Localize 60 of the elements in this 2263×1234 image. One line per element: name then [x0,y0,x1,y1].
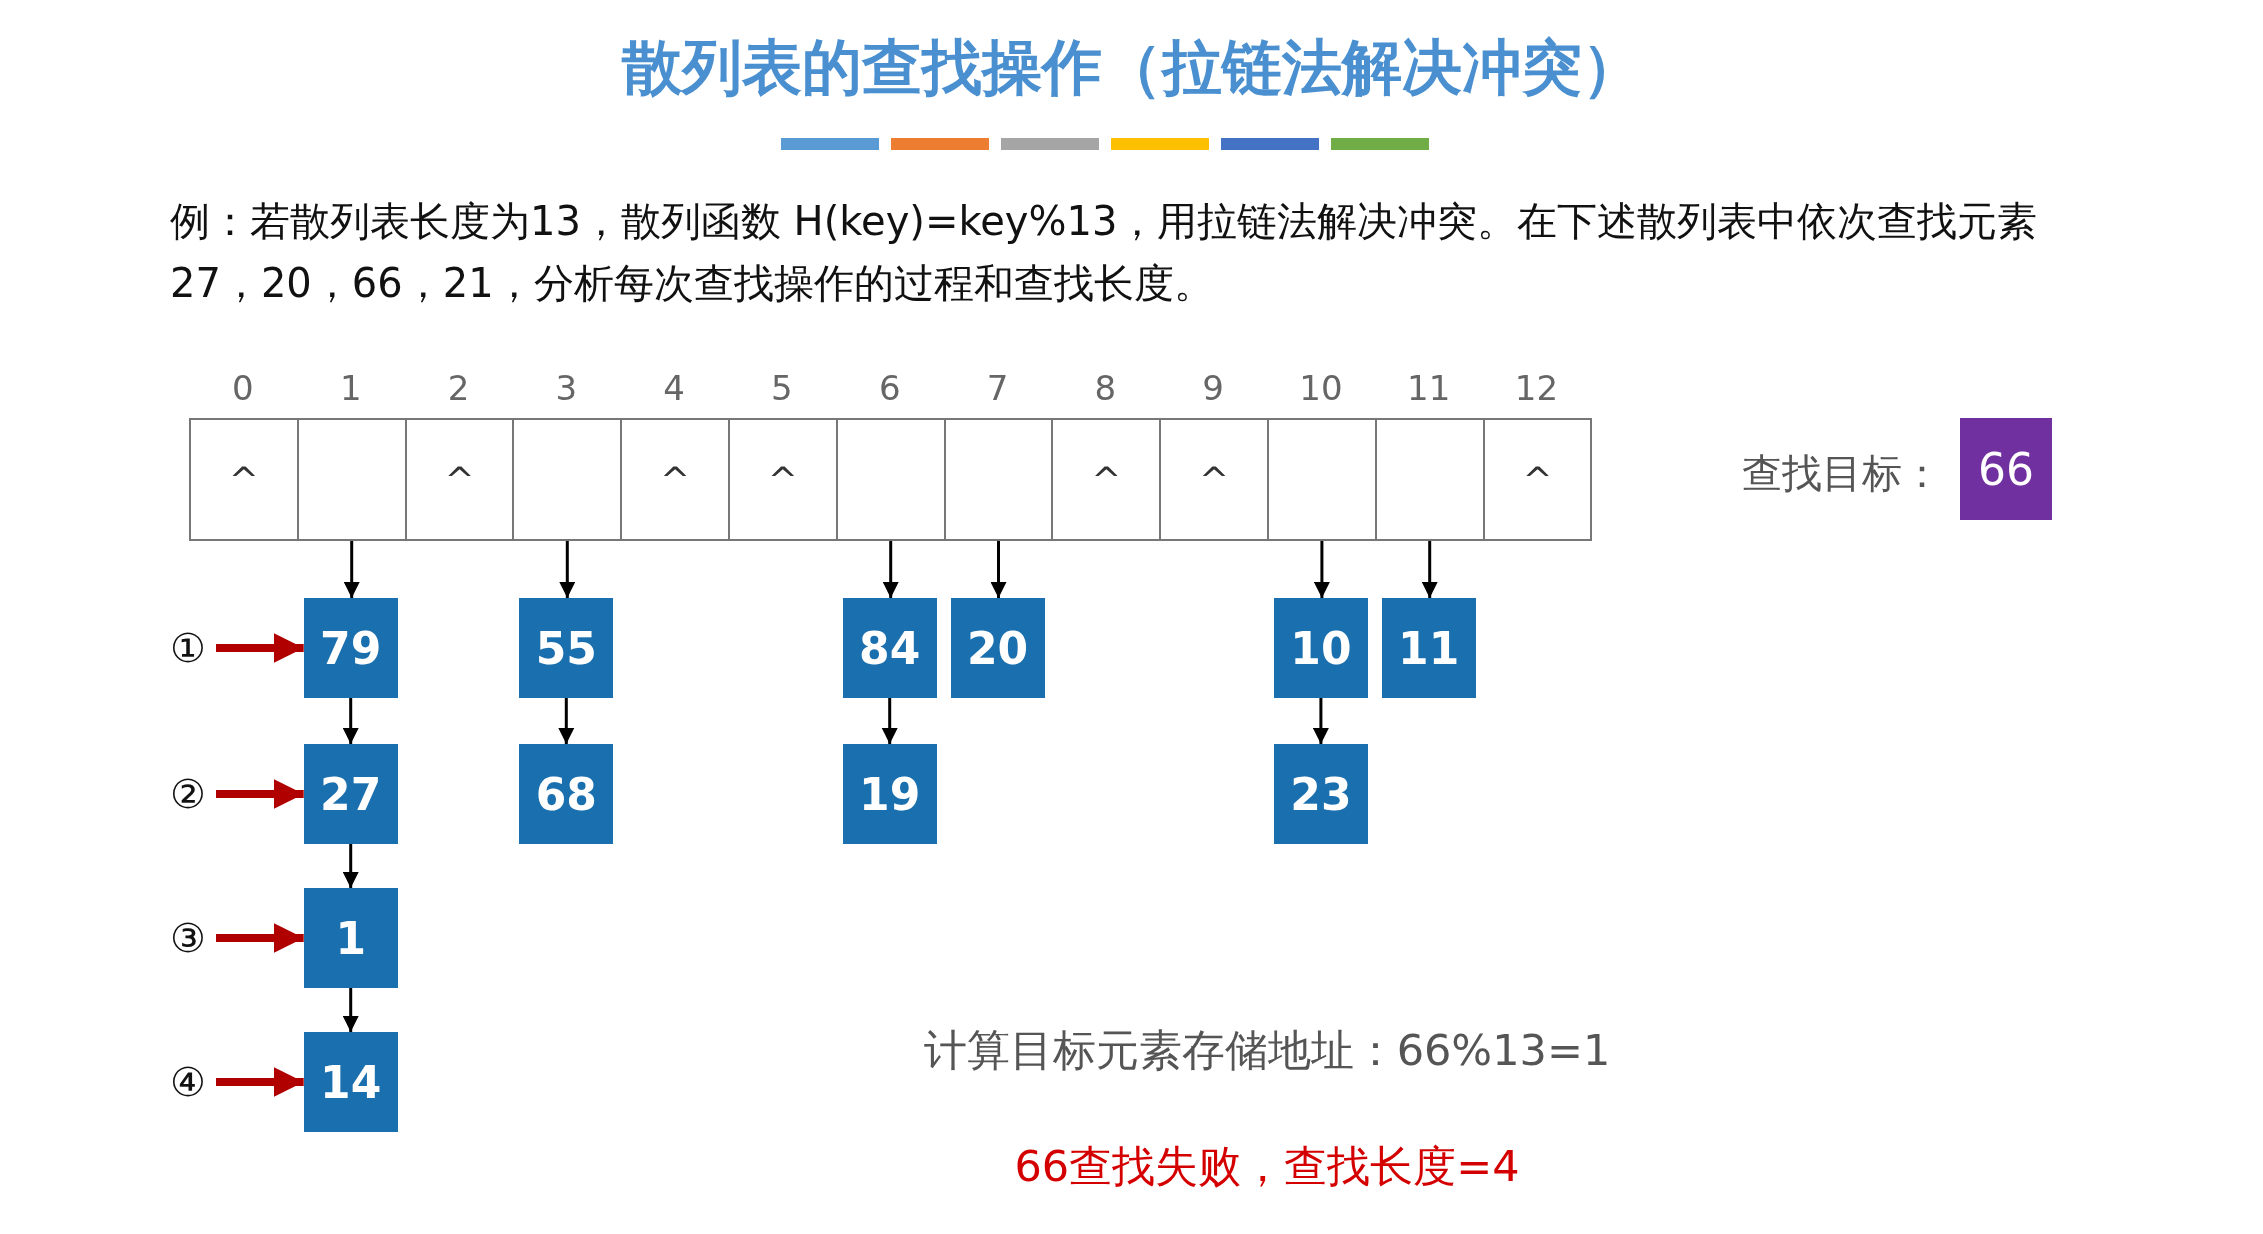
table-cell: ^ [1159,418,1269,541]
chain-node: 19 [842,744,937,844]
target-box: 66 [1960,418,2052,520]
table-cell: ^ [1051,418,1162,541]
arrow [558,698,575,744]
table-cell: ^ [189,418,299,541]
chain-node: 68 [519,744,614,844]
index-label: 11 [1406,368,1452,408]
table-cell [1374,418,1485,541]
arrow [1312,698,1329,744]
arrow [343,541,360,598]
arrow [881,698,898,744]
chain-node: 11 [1381,598,1476,698]
table-cell: ^ [728,418,838,541]
arrow [1313,541,1330,598]
chain-node: 55 [519,598,614,698]
title: 散列表的查找操作（拉链法解决冲突） [620,31,1643,104]
table-cell [1267,418,1377,541]
index-label: 12 [1513,368,1560,408]
step-number: ④ [166,1057,210,1107]
chain-node: 10 [1273,598,1368,698]
index-label: 5 [770,368,794,408]
address-note: 计算目标元素存储地址：66%13=1 [922,1024,1612,1077]
index-label: 4 [662,368,686,408]
arrow [342,988,359,1032]
chain-node: 27 [303,744,398,844]
chain-node: 1 [303,888,398,988]
index-label: 9 [1201,368,1225,408]
arrow [882,541,899,598]
chain-node: 14 [303,1032,398,1132]
arrow [342,698,359,744]
table-cell [835,418,946,541]
chain-node: 79 [303,598,398,698]
table-cell [943,418,1054,541]
problem-text: 例：若散列表长度为13，散列函数 H(key)=key%13，用拉链法解决冲突。在下述散列表中依次查找元素 27，20，66，21，分析每次查找操作的过程和查找长度。 [170,197,2039,308]
chain-node: 23 [1273,744,1368,844]
step-number: ① [166,623,210,673]
index-label: 0 [231,368,255,408]
step-number: ② [166,769,210,819]
index-label: 6 [877,368,902,408]
arrow [559,541,576,598]
index-label: 3 [554,368,579,408]
index-label: 8 [1093,368,1118,408]
table-cell: ^ [1482,418,1593,541]
table-cell [296,418,407,541]
table-cell: ^ [404,418,515,541]
index-label: 7 [985,368,1010,408]
arrow [342,844,359,888]
result-note: 66查找失败，查找长度=4 [1013,1140,1521,1193]
table-cell: ^ [620,418,730,541]
index-label: 2 [446,368,471,408]
target-label: 查找目标： [1742,449,1942,498]
arrow [990,541,1007,598]
index-label: 1 [338,368,363,408]
chain-node: 84 [842,598,937,698]
chain-node: 20 [950,598,1045,698]
step-number: ③ [166,913,210,963]
table-cell [512,418,623,541]
index-label: 10 [1298,368,1344,408]
arrow [1421,541,1438,598]
